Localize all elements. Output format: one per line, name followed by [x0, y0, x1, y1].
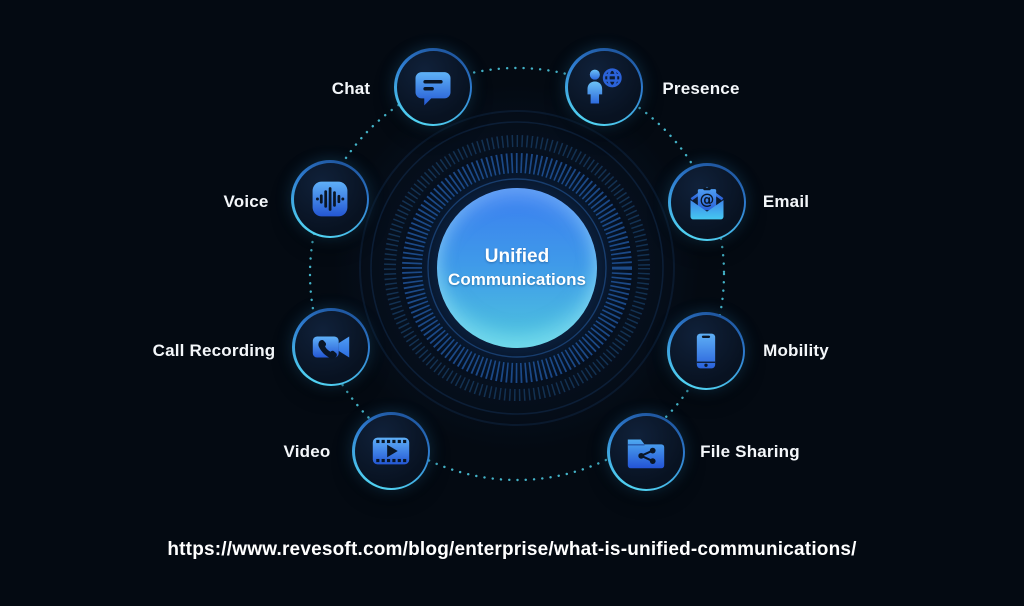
svg-text:@: @ — [700, 191, 715, 208]
node-label-mobility: Mobility — [763, 341, 829, 360]
hub-title-line2: Communications — [448, 270, 586, 289]
node-label-video: Video — [283, 442, 331, 461]
center-tick-rings — [359, 110, 675, 426]
central-hub: Unified Communications — [437, 188, 597, 348]
node-video — [352, 412, 430, 490]
voice-icon — [291, 160, 369, 238]
node-label-call-recording: Call Recording — [152, 341, 276, 360]
node-label-chat: Chat — [331, 79, 371, 98]
node-voice — [291, 160, 369, 238]
node-presence — [565, 48, 643, 126]
source-url: https://www.revesoft.com/blog/enterprise… — [167, 539, 857, 560]
video-icon — [352, 412, 430, 490]
node-mobility — [667, 312, 745, 390]
file-sharing-icon — [607, 413, 685, 491]
email-icon: @ — [668, 163, 746, 241]
chat-icon — [394, 48, 472, 126]
node-email: @ — [668, 163, 746, 241]
presence-icon — [565, 48, 643, 126]
node-label-file-sharing: File Sharing — [700, 442, 800, 461]
node-label-email: Email — [762, 192, 810, 211]
node-chat — [394, 48, 472, 126]
mobility-icon — [667, 312, 745, 390]
call-recording-icon — [292, 308, 370, 386]
node-label-voice: Voice — [223, 192, 269, 211]
hub-title-line1: Unified — [484, 246, 550, 267]
node-file-sharing — [607, 413, 685, 491]
node-label-presence: Presence — [662, 79, 740, 98]
node-call-recording — [292, 308, 370, 386]
